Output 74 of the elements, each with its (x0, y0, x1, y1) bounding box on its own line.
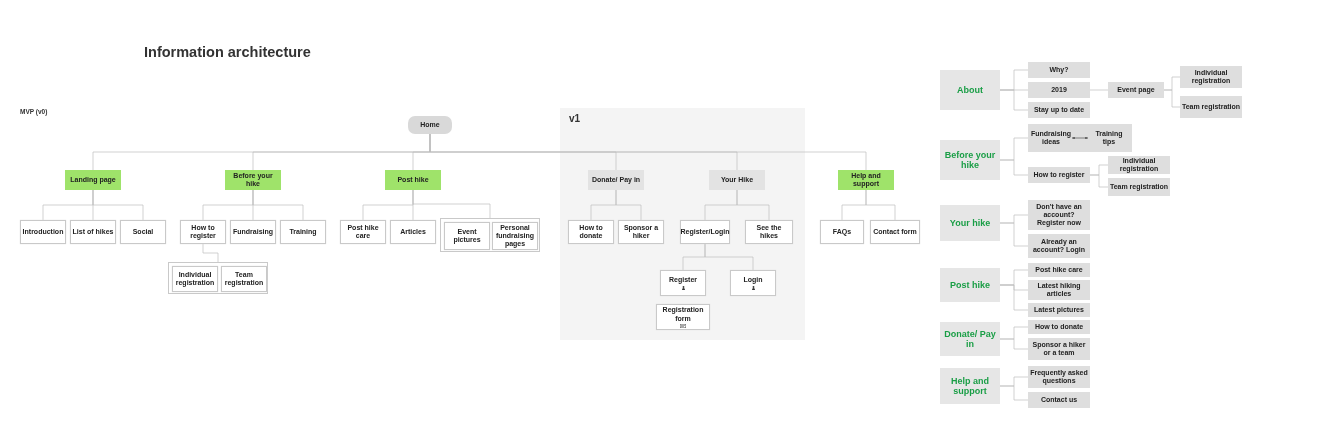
page-box (1028, 200, 1090, 230)
arrow (1071, 136, 1089, 140)
page-box (660, 270, 706, 296)
page-box (1028, 320, 1090, 334)
page-box (230, 220, 276, 244)
section-box (940, 268, 1000, 302)
group-box (440, 218, 540, 252)
node-label: Post hike (949, 279, 991, 291)
section-box (838, 170, 894, 190)
connector-line (412, 189, 491, 219)
connector-line (999, 385, 1029, 401)
node-label: About (956, 84, 984, 96)
page-box (568, 220, 614, 244)
page-box (1028, 62, 1090, 78)
page-box (1028, 263, 1090, 277)
page-box (656, 304, 710, 330)
group-box (168, 262, 268, 294)
page-box (870, 220, 920, 244)
page-box (1028, 280, 1090, 300)
page-box (1180, 96, 1242, 118)
version-band (560, 108, 805, 340)
page-box (444, 222, 490, 250)
section-box (940, 322, 1000, 356)
page-box (1108, 82, 1164, 98)
connector-line (999, 284, 1029, 311)
page-box (1108, 156, 1170, 174)
section-box (940, 70, 1000, 110)
diagram-title: Information architecture (144, 44, 311, 60)
connector-line (865, 189, 896, 221)
connector-line (999, 89, 1029, 111)
page-box (180, 220, 226, 244)
connector-line (1089, 174, 1109, 188)
section-heading: v1 (568, 113, 582, 125)
connector-line (92, 189, 144, 221)
page-box (390, 220, 436, 244)
connector-line (615, 189, 642, 221)
page-box (1028, 102, 1090, 118)
section-box (940, 140, 1000, 180)
section-box (588, 170, 644, 190)
connector-line (202, 243, 219, 263)
connector-line (999, 159, 1029, 176)
section-box (385, 170, 441, 190)
page-box (820, 220, 864, 244)
node-label: Help and support (950, 375, 990, 397)
page-box (1180, 66, 1242, 88)
connector-line (999, 222, 1029, 247)
connector-line (252, 189, 304, 221)
node-label: Donate/ Pay in (943, 328, 997, 350)
page-box (120, 220, 166, 244)
section-box (709, 170, 765, 190)
section-box (940, 368, 1000, 404)
page-box (1028, 392, 1090, 408)
section-box (65, 170, 121, 190)
page-box (1108, 178, 1170, 196)
page-box (745, 220, 793, 244)
group-box (1028, 124, 1132, 152)
page-box (680, 220, 730, 244)
page-box (340, 220, 386, 244)
page-box (280, 220, 326, 244)
node-label: Your hike (948, 217, 992, 229)
page-box (20, 220, 66, 244)
page-box (730, 270, 776, 296)
root-pill (408, 116, 452, 134)
section-box (940, 205, 1000, 241)
connector-line (1163, 89, 1181, 108)
node-label: Before your hike (943, 149, 997, 171)
connector-line (736, 189, 770, 221)
connector-line (704, 243, 754, 271)
page-box (1028, 167, 1090, 183)
page-box (1028, 82, 1090, 98)
section-box (225, 170, 281, 190)
connector-line (999, 338, 1029, 350)
page-box (1028, 303, 1090, 317)
page-box (70, 220, 116, 244)
